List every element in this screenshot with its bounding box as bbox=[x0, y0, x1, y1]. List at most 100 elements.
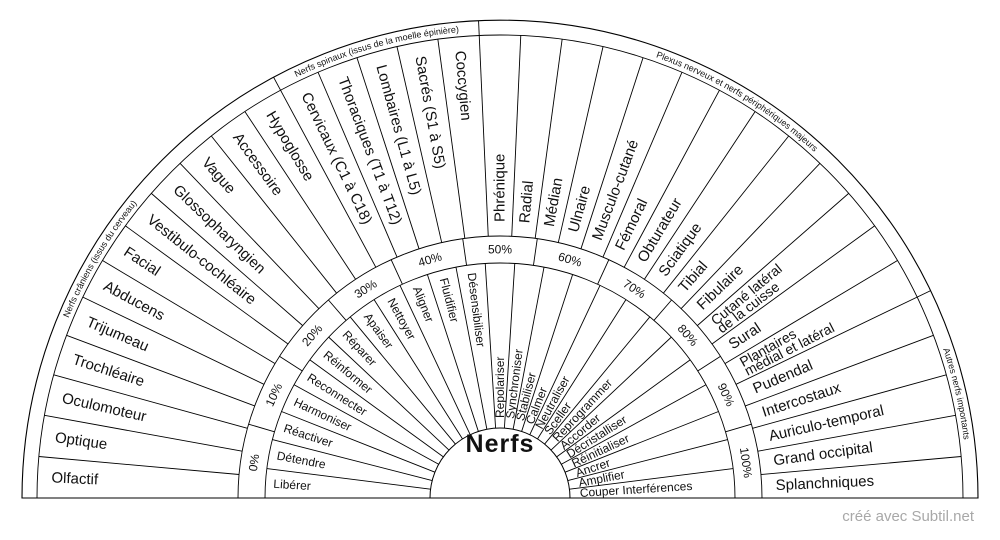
nerve-segment[interactable]: Splanchniques bbox=[775, 473, 874, 494]
segment-divider bbox=[745, 334, 934, 407]
action-divider bbox=[328, 336, 450, 451]
segment-divider bbox=[396, 46, 443, 243]
nerve-segment[interactable]: Oculomoteur bbox=[60, 390, 148, 426]
nerve-segment[interactable]: Phrénique bbox=[492, 154, 509, 222]
group-divider bbox=[273, 76, 377, 268]
action-divider bbox=[537, 299, 627, 440]
segment-divider bbox=[760, 456, 962, 475]
nerve-label: Abducens bbox=[101, 278, 168, 325]
segment-divider bbox=[317, 72, 398, 258]
group-label: Autres nerfs importants bbox=[941, 347, 972, 441]
segment-divider bbox=[602, 72, 683, 258]
nerve-label: Médian bbox=[541, 177, 567, 228]
percent-divider bbox=[328, 299, 347, 321]
group-divider bbox=[735, 290, 931, 385]
segment-divider bbox=[244, 111, 357, 280]
segment-divider bbox=[511, 35, 522, 237]
nerve-label: Coccygien bbox=[451, 50, 474, 121]
segment-divider bbox=[179, 163, 320, 309]
action-divider bbox=[272, 439, 433, 482]
percent-mark: 70% bbox=[620, 277, 648, 302]
percent-mark: 60% bbox=[557, 249, 584, 269]
action-divider bbox=[550, 336, 672, 451]
nerve-segment[interactable]: Optique bbox=[54, 429, 108, 453]
action-segment[interactable]: Réactiver bbox=[282, 421, 335, 450]
percent-divider bbox=[532, 238, 538, 266]
action-segment[interactable]: Fluidifier bbox=[437, 276, 462, 323]
action-label: Désensibiliser bbox=[465, 272, 488, 348]
action-segment[interactable]: Libérer bbox=[273, 477, 311, 493]
nerve-segment[interactable]: Radial bbox=[516, 180, 537, 224]
nerve-segment[interactable]: Coccygien bbox=[451, 50, 474, 121]
nerve-label: Trochléaire bbox=[70, 351, 146, 390]
segment-divider bbox=[53, 374, 248, 429]
segment-divider bbox=[757, 414, 956, 452]
segment-divider bbox=[697, 193, 849, 326]
percent-divider bbox=[248, 423, 275, 433]
percent-mark: 50% bbox=[488, 243, 512, 257]
action-divider bbox=[373, 299, 463, 440]
action-divider bbox=[349, 316, 456, 445]
action-label: Fluidifier bbox=[437, 276, 462, 323]
action-divider bbox=[484, 263, 497, 429]
segment-divider bbox=[580, 57, 644, 249]
action-divider bbox=[266, 468, 431, 490]
label-ring bbox=[237, 235, 763, 499]
segment-divider bbox=[534, 39, 563, 239]
segment-divider bbox=[125, 225, 289, 345]
percent-divider bbox=[653, 299, 672, 321]
action-label: Repolariser bbox=[493, 357, 507, 418]
percent-divider bbox=[597, 259, 610, 285]
action-segment[interactable]: Repolariser bbox=[493, 357, 507, 418]
nerve-label: Olfactif bbox=[51, 469, 99, 488]
nerve-segment[interactable]: Trochléaire bbox=[70, 351, 146, 390]
segment-divider bbox=[38, 456, 240, 475]
action-divider bbox=[564, 411, 719, 473]
segment-divider bbox=[643, 111, 756, 280]
nerve-segment[interactable]: Olfactif bbox=[51, 469, 99, 488]
segment-divider bbox=[66, 334, 255, 407]
segment-divider bbox=[356, 57, 420, 249]
action-divider bbox=[281, 411, 436, 473]
group-divider bbox=[478, 20, 489, 237]
action-divider bbox=[426, 274, 479, 432]
nerve-segment[interactable]: Abducens bbox=[101, 278, 168, 325]
action-divider bbox=[567, 439, 728, 482]
percent-divider bbox=[697, 355, 721, 372]
percent-mark: 90% bbox=[715, 381, 738, 409]
group-band-line bbox=[36, 34, 964, 499]
nerve-segment[interactable]: Trijumeau bbox=[84, 314, 152, 356]
nerve-label: Grand occipital bbox=[772, 439, 873, 469]
credit-text: créé avec Subtil.net bbox=[842, 508, 974, 525]
nerve-segment[interactable]: Grand occipital bbox=[772, 439, 873, 469]
percent-divider bbox=[462, 238, 468, 266]
segment-divider bbox=[151, 193, 303, 326]
action-divider bbox=[521, 274, 574, 432]
action-divider bbox=[569, 468, 734, 490]
percent-mark: 0% bbox=[246, 453, 262, 472]
percent-mark: 40% bbox=[416, 249, 443, 269]
segment-divider bbox=[680, 163, 821, 309]
action-divider bbox=[556, 359, 691, 458]
segment-divider bbox=[82, 296, 265, 385]
nerve-segment[interactable]: Vague bbox=[198, 154, 239, 197]
segment-divider bbox=[210, 135, 338, 294]
nerve-segment[interactable]: Médian bbox=[541, 177, 567, 228]
segment-divider bbox=[662, 135, 790, 294]
segment-divider bbox=[102, 260, 276, 365]
percent-mark: 100% bbox=[737, 446, 755, 479]
nerve-label: Radial bbox=[516, 180, 537, 224]
nerve-label: Optique bbox=[54, 429, 108, 453]
segment-divider bbox=[557, 46, 604, 243]
action-divider bbox=[455, 267, 488, 430]
action-divider bbox=[529, 285, 601, 435]
nerve-segment[interactable]: Sacrés (S1 à S5) bbox=[411, 55, 448, 170]
hub-title: Nerfs bbox=[466, 430, 535, 458]
action-divider bbox=[293, 384, 439, 465]
nerve-label: Oculomoteur bbox=[60, 390, 148, 426]
segment-divider bbox=[623, 90, 720, 268]
action-divider bbox=[544, 316, 651, 445]
action-divider bbox=[512, 267, 545, 430]
action-segment[interactable]: Désensibiliser bbox=[465, 272, 488, 348]
